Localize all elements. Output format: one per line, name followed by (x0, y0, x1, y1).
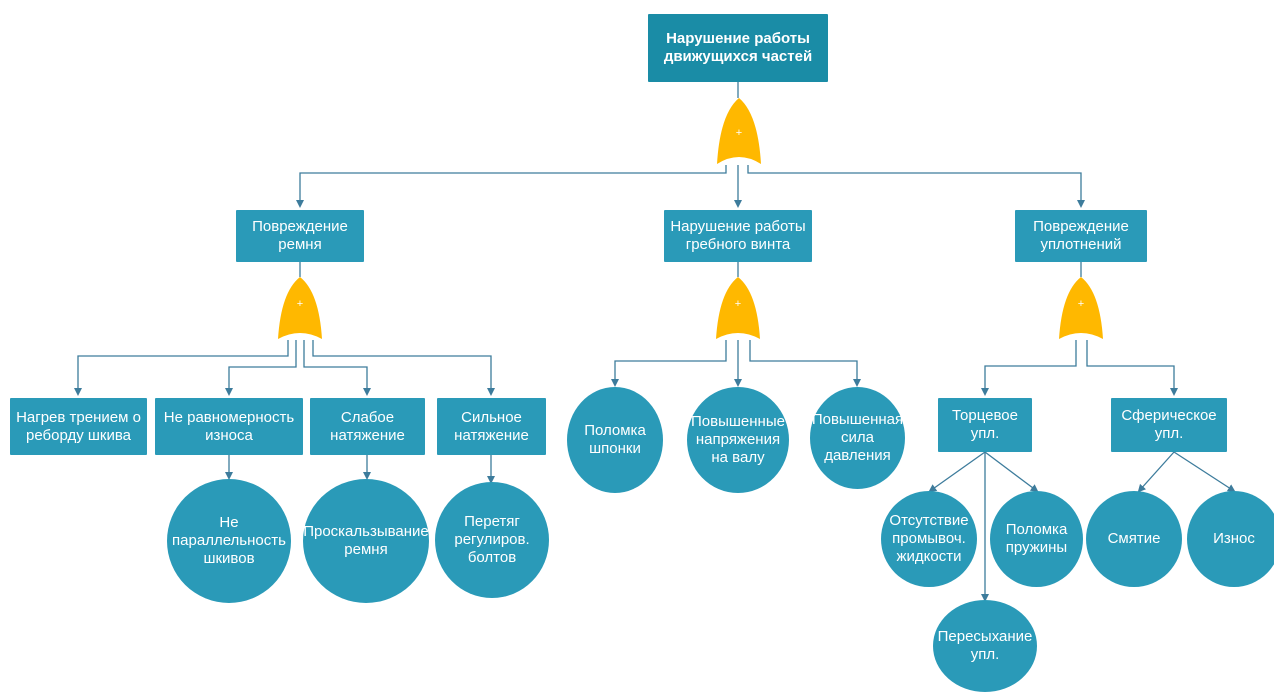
or-gate-symbol: + (297, 298, 303, 310)
basic-event-spring-break: Поломка пружины (990, 491, 1083, 587)
basic-event-pressure: Повышенная сила давления (810, 387, 905, 489)
basic-event-seal-drying: Пересыхание упл. (933, 600, 1037, 692)
or-gate-symbol: + (735, 298, 741, 310)
basic-event-wear: Износ (1187, 491, 1274, 587)
or-gate-belt: + (278, 277, 322, 339)
event-face-seal: Торцевое упл. (938, 398, 1032, 452)
event-friction-heating: Нагрев трением о реборду шкива (10, 398, 147, 455)
event-belt-damage: Повреждение ремня (236, 210, 364, 262)
basic-event-no-flushing-fluid: Отсутствие промывоч. жидкости (881, 491, 977, 587)
basic-event-crumpling: Смятие (1086, 491, 1182, 587)
basic-event-shaft-stress: Повышенные напряжения на валу (687, 387, 789, 493)
root-event-box: Нарушение работы движущихся частей (648, 14, 828, 82)
event-uneven-wear: Не равномерность износа (155, 398, 303, 455)
or-gate-seals: + (1059, 277, 1103, 339)
basic-event-bolt-overtight: Перетяг регулиров. болтов (435, 482, 549, 598)
basic-event-key-break: Поломка шпонки (567, 387, 663, 493)
basic-event-non-parallel-pulleys: Не параллельность шкивов (167, 479, 291, 603)
or-gate-top: + (717, 98, 761, 164)
event-propeller-malfunction: Нарушение работы гребного винта (664, 210, 812, 262)
event-spherical-seal: Сферическое упл. (1111, 398, 1227, 452)
event-weak-tension: Слабое натяжение (310, 398, 425, 455)
or-gate-symbol: + (1078, 298, 1084, 310)
or-gate-symbol: + (736, 127, 742, 139)
event-strong-tension: Сильное натяжение (437, 398, 546, 455)
basic-event-belt-slip: Проскальзывание ремня (303, 479, 429, 603)
event-seal-damage: Повреждение уплотнений (1015, 210, 1147, 262)
or-gate-propeller: + (716, 277, 760, 339)
